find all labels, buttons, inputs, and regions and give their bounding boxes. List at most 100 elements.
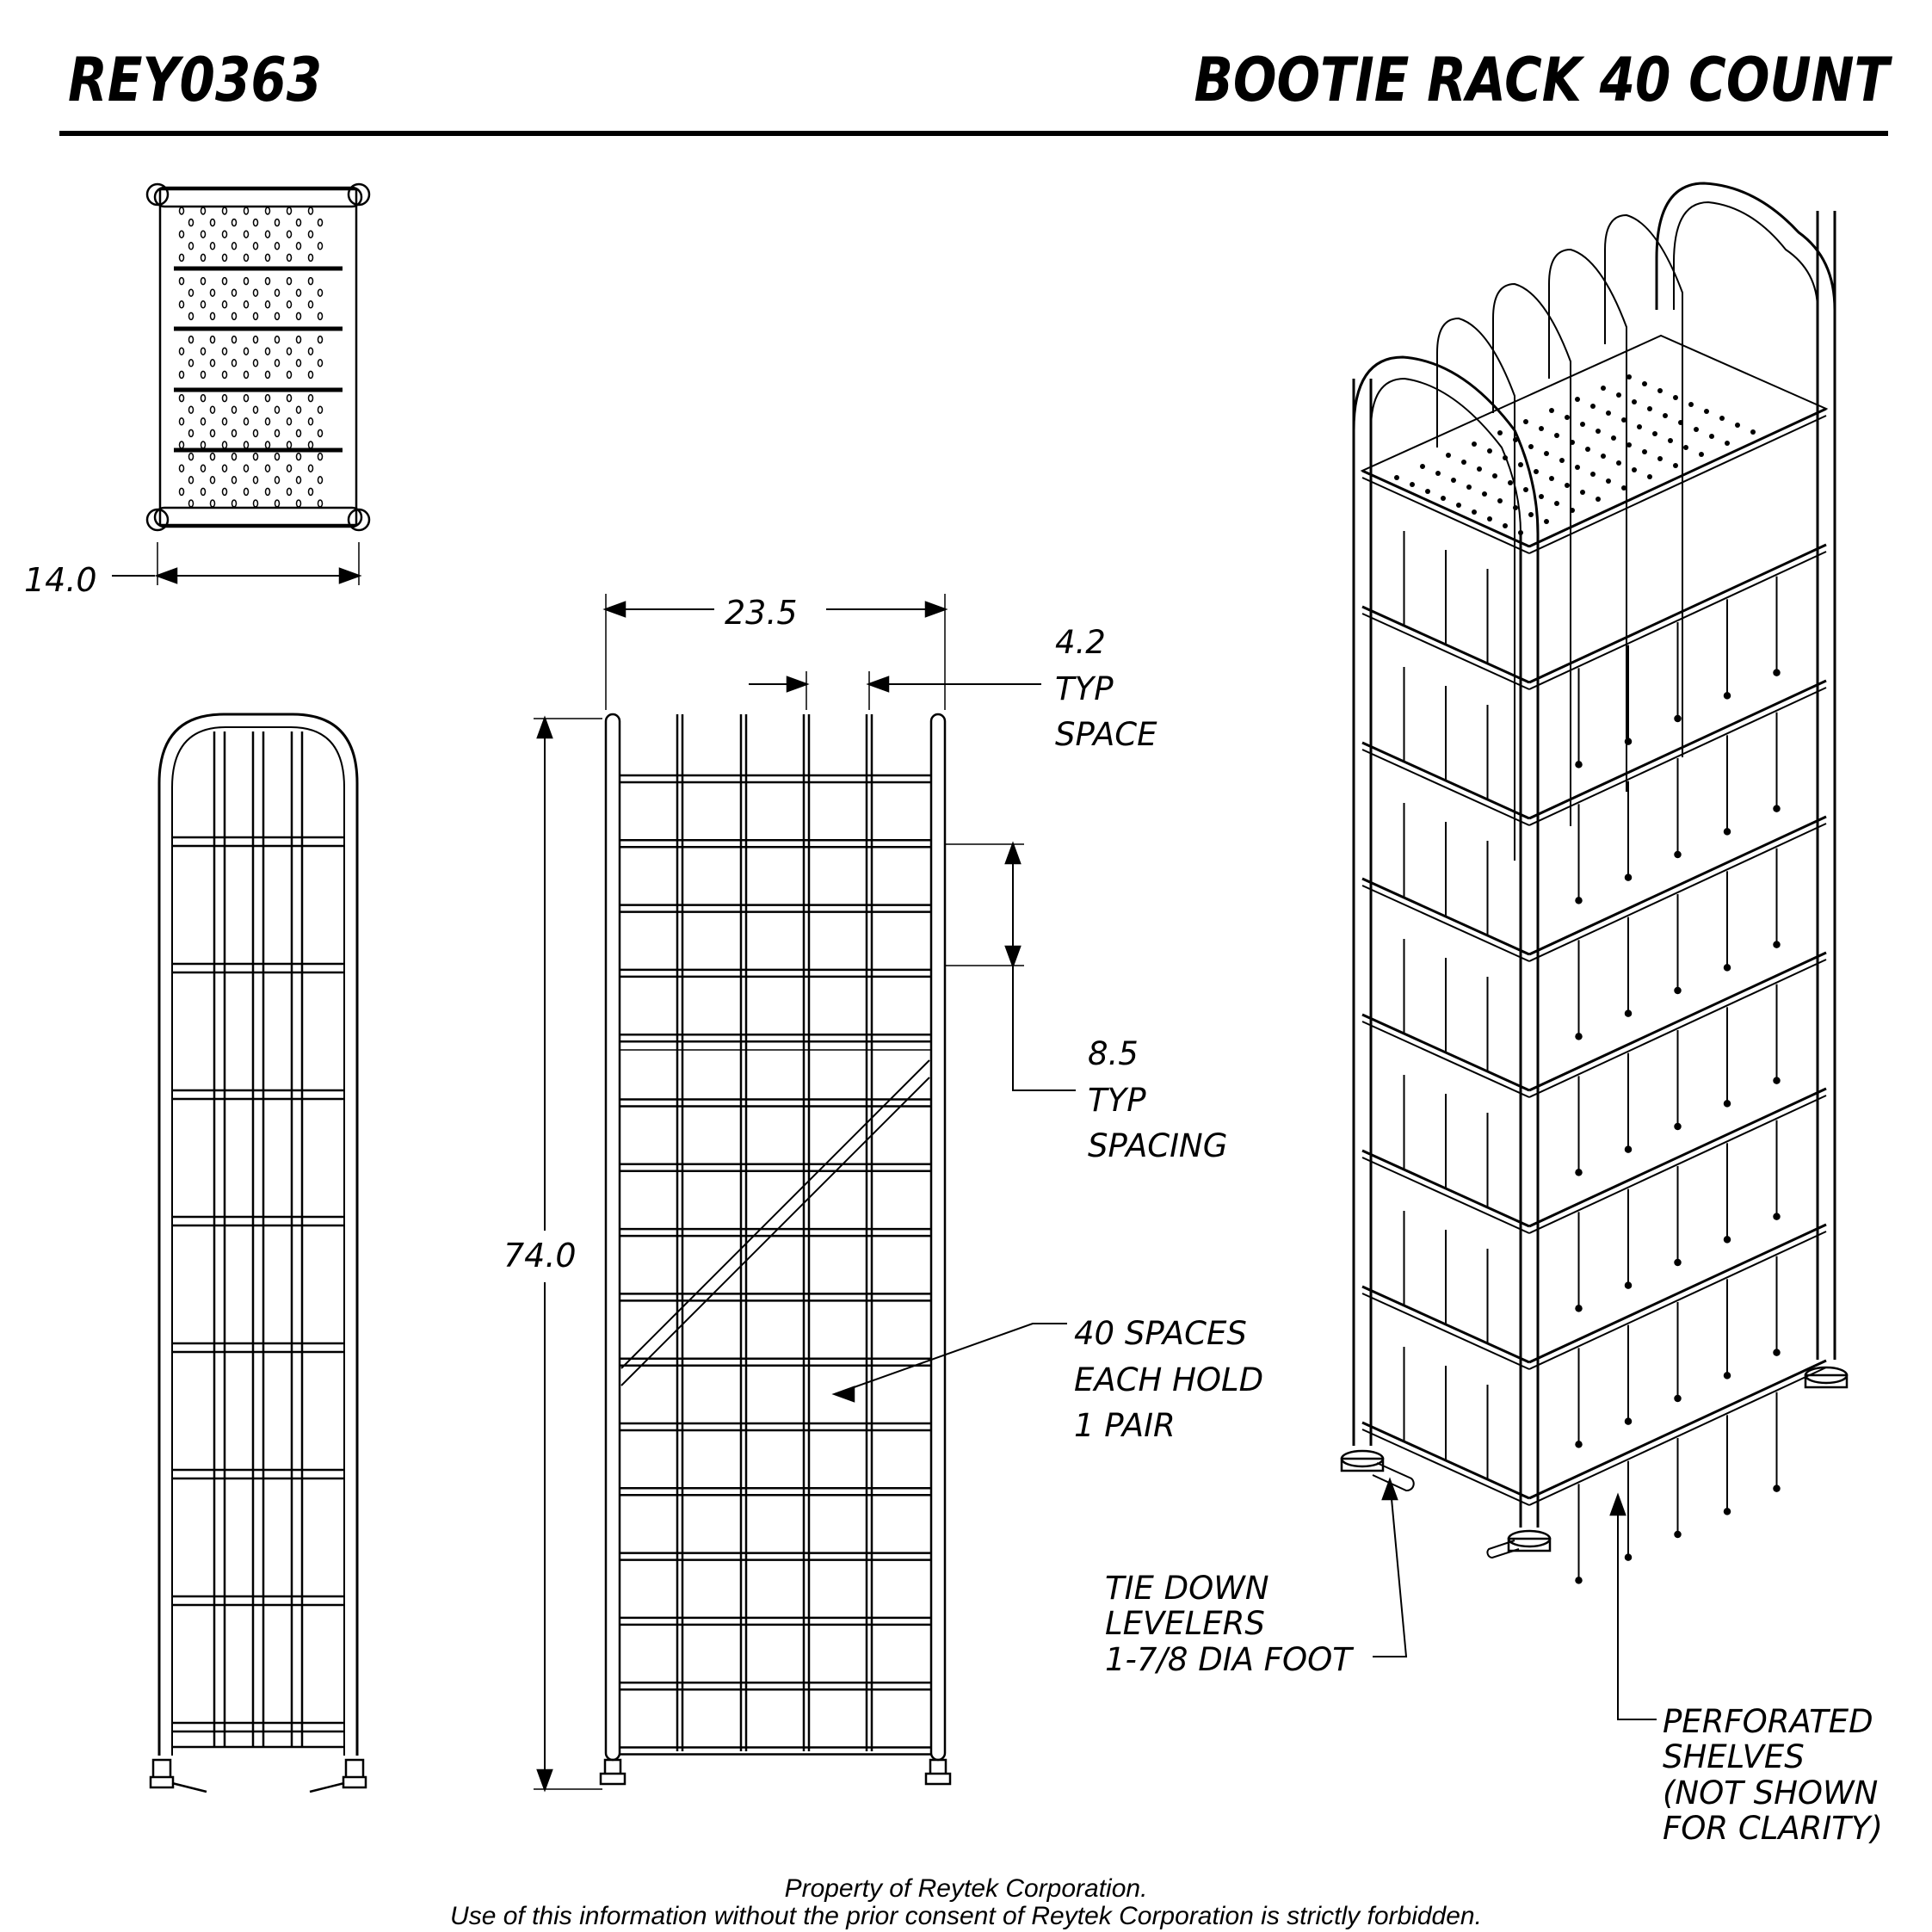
- perforation-hole: [200, 370, 207, 380]
- space-value: 4.2: [1055, 624, 1106, 661]
- iso-end-arch-front-inner: [1370, 377, 1522, 534]
- top-view-rail-top: [153, 186, 363, 208]
- iso-divider-arch: [1436, 317, 1515, 861]
- iso-pin-tip: [1624, 1417, 1633, 1425]
- perforation-hole: [200, 276, 207, 286]
- perforation-hole: [1606, 478, 1611, 484]
- iso-shelf-front-edge: [1361, 613, 1530, 690]
- arrowhead: [1004, 945, 1022, 969]
- perforation-hole: [1637, 424, 1642, 429]
- perforation-hole: [274, 476, 281, 485]
- iso-shelf-side-edge: [1528, 415, 1827, 554]
- iso-pin-tip: [1674, 1258, 1682, 1267]
- spacing-leader: [1012, 966, 1076, 1091]
- perforation-hole: [243, 370, 250, 380]
- perforation-hole: [221, 347, 228, 355]
- perforation-hole: [295, 499, 302, 508]
- front-view-post-left: [604, 713, 621, 1762]
- spaces-note: 40 SPACES EACH HOLD 1 PAIR: [1074, 1311, 1263, 1449]
- top-view-post: [347, 182, 371, 207]
- perforation-hole: [209, 452, 216, 461]
- perforation-hole: [1435, 471, 1441, 476]
- perforation-hole: [274, 405, 281, 414]
- perforation-hole: [209, 312, 216, 321]
- perforation-hole: [243, 253, 250, 262]
- shelves-line-2: SHELVES: [1663, 1738, 1805, 1776]
- perforation-hole: [264, 393, 271, 403]
- perforation-hole: [178, 347, 185, 355]
- perforation-hole: [1570, 508, 1575, 513]
- perforation-hole: [178, 417, 185, 426]
- perforation-hole: [221, 230, 228, 238]
- perforation-hole: [231, 405, 238, 414]
- perforation-hole: [317, 429, 324, 438]
- arrowhead: [866, 676, 890, 693]
- perforation-hole: [188, 218, 194, 227]
- part-number: REY0363: [68, 45, 323, 115]
- width-dimension: 23.5: [725, 594, 798, 632]
- perforation-hole: [231, 429, 238, 438]
- tie-down-bracket: [171, 1781, 207, 1793]
- perforation-hole: [264, 464, 271, 472]
- perforation-hole: [1518, 530, 1523, 535]
- perforation-hole: [188, 312, 194, 321]
- perforation-hole: [317, 218, 324, 227]
- arrowhead: [1609, 1492, 1626, 1516]
- perforation-hole: [1652, 431, 1657, 436]
- iso-shelf-front-edge: [1361, 1293, 1530, 1370]
- perforation-hole: [221, 464, 228, 472]
- top-view-outline: [158, 188, 358, 527]
- perforation-hole: [1611, 435, 1616, 441]
- perforation-hole: [1410, 482, 1415, 487]
- levelers-note: TIE DOWN LEVELERS 1-7/8 DIA FOOT: [1105, 1570, 1352, 1678]
- spaces-line-1: 40 SPACES: [1074, 1315, 1247, 1352]
- space-label: SPACE: [1055, 716, 1157, 754]
- perforation-hole: [231, 335, 238, 344]
- perforation-hole: [188, 335, 194, 344]
- perforation-hole: [200, 347, 207, 355]
- iso-pin-tip: [1723, 828, 1731, 836]
- iso-pin-tip: [1575, 1441, 1583, 1448]
- perforation-hole: [317, 405, 324, 414]
- iso-pin-tip: [1773, 941, 1781, 948]
- perforation-hole: [274, 242, 281, 250]
- front-view-leveler-right: [924, 1758, 952, 1786]
- perforation-hole: [1683, 445, 1688, 450]
- perforation-hole: [221, 276, 228, 286]
- arrowhead: [338, 567, 362, 584]
- perforation-hole: [243, 207, 250, 215]
- iso-shelf-side-edge: [1528, 959, 1827, 1098]
- iso-shelf-side-edge: [1528, 551, 1827, 690]
- perforation-hole: [307, 230, 314, 238]
- perforation-hole: [200, 300, 207, 309]
- perforation-hole: [264, 487, 271, 497]
- perforation-hole: [1492, 473, 1497, 478]
- perforation-hole: [295, 476, 302, 485]
- iso-pin-tip: [1773, 1077, 1781, 1084]
- perforation-hole: [1539, 426, 1544, 431]
- perforation-hole: [1549, 476, 1554, 481]
- iso-pin-tip: [1575, 1305, 1583, 1312]
- iso-pin-tip: [1674, 1530, 1682, 1539]
- perforation-hole: [1704, 409, 1709, 414]
- perforation-hole: [243, 300, 250, 309]
- perforation-hole: [252, 405, 259, 414]
- iso-pin-tip: [1624, 738, 1633, 745]
- iso-pin-tip: [1773, 1484, 1781, 1492]
- perforation-hole: [243, 441, 250, 449]
- tie-down-bracket: [309, 1781, 345, 1793]
- perforation-hole: [1647, 474, 1652, 479]
- perforation-hole: [317, 452, 324, 461]
- levelers-line-1: TIE DOWN: [1105, 1570, 1269, 1607]
- perforation-hole: [274, 312, 281, 321]
- perforation-hole: [1497, 430, 1503, 435]
- arrowhead: [1381, 1477, 1398, 1501]
- iso-pin-tip: [1624, 1145, 1633, 1153]
- perforation-hole: [307, 370, 314, 380]
- perforation-hole: [286, 253, 293, 262]
- perforation-hole: [1590, 404, 1596, 409]
- perforation-hole: [221, 300, 228, 309]
- perforation-hole: [243, 347, 250, 355]
- perforation-hole: [1466, 485, 1472, 490]
